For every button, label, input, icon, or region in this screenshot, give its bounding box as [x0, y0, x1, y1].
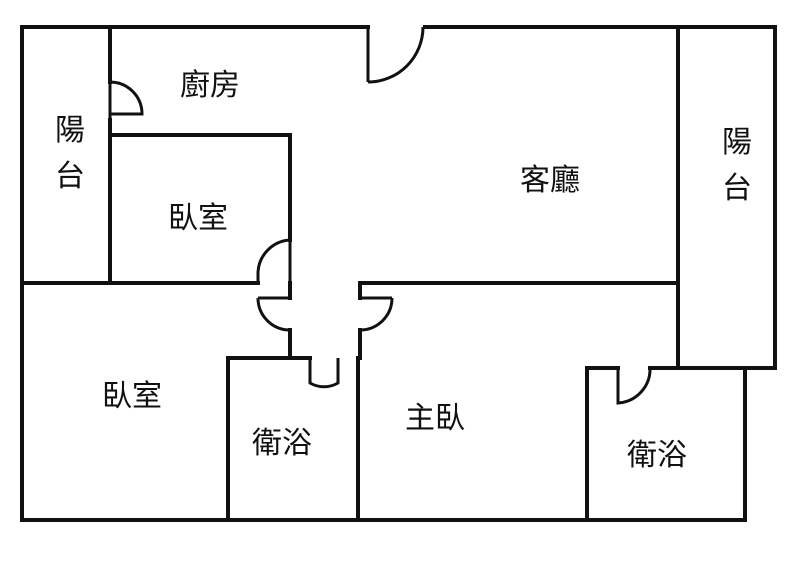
bathroom-right-wall [585, 366, 747, 522]
bedroom-upper-wall [108, 133, 292, 360]
kitchen-label: 廚房 [180, 68, 240, 103]
bedroom-lower-door-icon [256, 296, 291, 332]
balcony-left-label-2: 台 [55, 159, 85, 194]
room-labels: 陽 台 廚房 客廳 陽 台 臥室 臥室 衛浴 主臥 衛浴 [55, 68, 752, 473]
master-bedroom-door-icon [359, 296, 394, 332]
balcony-right-label-1: 陽 [722, 125, 752, 160]
living-room-label: 客廳 [520, 163, 580, 198]
bedroom-upper-label: 臥室 [168, 201, 228, 236]
bathroom-right-label: 衛浴 [627, 438, 687, 473]
balcony-left-label-1: 陽 [55, 113, 85, 148]
bathroom-left-door-icon [308, 358, 340, 389]
walls [20, 25, 777, 522]
bathroom-left-label: 衛浴 [252, 426, 312, 461]
corridor-right-wall [358, 281, 680, 360]
kitchen-balcony-door-icon [108, 80, 144, 120]
doors [108, 26, 652, 405]
bathroom-left-wall [226, 356, 360, 522]
master-bedroom-label: 主臥 [405, 401, 465, 436]
balcony-right-label-2: 台 [722, 171, 752, 206]
bathroom-right-door-icon [616, 367, 652, 405]
entrance-door-icon [366, 26, 425, 84]
bedroom-upper-door-icon [256, 238, 292, 283]
bedroom-lower-label: 臥室 [102, 379, 162, 414]
